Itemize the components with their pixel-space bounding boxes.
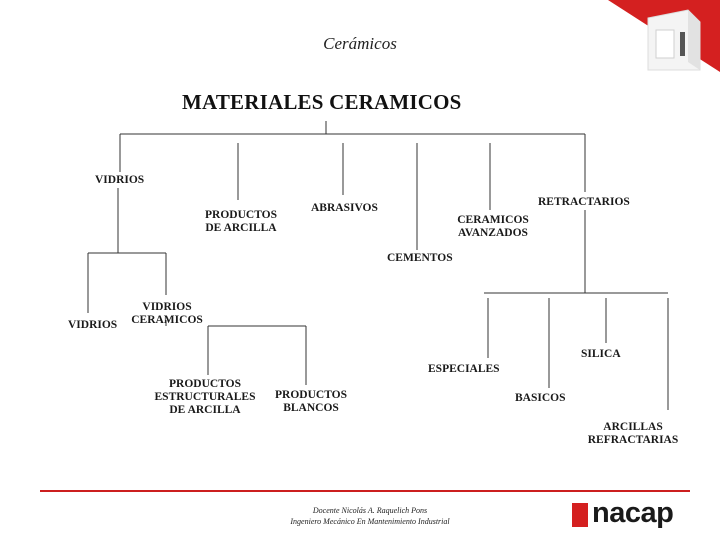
footer-credits-line1: Docente Nicolás A. Raquelich Pons bbox=[312, 506, 428, 515]
node-vidrios-ceramicos: VIDRIOS CERAMICOS bbox=[126, 301, 208, 327]
diagram-title: MATERIALES CERAMICOS bbox=[182, 90, 462, 114]
node-cementos: CEMENTOS bbox=[387, 252, 453, 264]
footer-divider bbox=[40, 490, 690, 492]
node-ceramicos-avanzados: CERAMICOS AVANZADOS bbox=[450, 214, 536, 240]
node-ceramicos-avanzados-line2: AVANZADOS bbox=[458, 227, 528, 239]
node-productos-blancos-line2: BLANCOS bbox=[283, 402, 339, 414]
page-title: Cerámicos bbox=[323, 34, 397, 53]
node-especiales: ESPECIALES bbox=[428, 363, 500, 375]
node-abrasivos: ABRASIVOS bbox=[311, 202, 378, 214]
node-ceramicos-avanzados-line1: CERAMICOS bbox=[457, 214, 529, 226]
footer-credits: Docente Nicolás A. Raquelich Pons Ingeni… bbox=[225, 505, 515, 527]
node-vidrios: VIDRIOS bbox=[95, 174, 145, 186]
node-productos-de-arcilla-line2: DE ARCILLA bbox=[205, 222, 277, 234]
inacap-logo-mark bbox=[572, 503, 588, 527]
node-vidrios-ceramicos-line2: CERAMICOS bbox=[131, 314, 203, 326]
inacap-logo-text: nacap bbox=[592, 497, 674, 529]
node-refractarios: RETRACTARIOS bbox=[538, 196, 630, 208]
node-silica: SILICA bbox=[581, 348, 621, 360]
node-productos-blancos-line1: PRODUCTOS bbox=[275, 389, 347, 401]
footer-credits-line2: Ingeniero Mecánico En Mantenimiento Indu… bbox=[290, 517, 450, 526]
node-arcillas-refractarias: ARCILLAS REFRACTARIAS bbox=[580, 421, 686, 447]
node-productos-de-arcilla-line1: PRODUCTOS bbox=[205, 209, 277, 221]
node-productos-estructurales: PRODUCTOS ESTRUCTURALES DE ARCILLA bbox=[148, 378, 262, 417]
node-arcillas-refractarias-line2: REFRACTARIAS bbox=[587, 434, 679, 446]
node-productos-de-arcilla: PRODUCTOS DE ARCILLA bbox=[198, 209, 284, 235]
node-basicos: BASICOS bbox=[515, 392, 566, 404]
node-vidrios-ceramicos-line1: VIDRIOS bbox=[142, 301, 192, 313]
node-productos-estructurales-line1: PRODUCTOS bbox=[169, 378, 241, 390]
node-productos-estructurales-line3: DE ARCILLA bbox=[169, 404, 241, 416]
node-productos-estructurales-line2: ESTRUCTURALES bbox=[154, 391, 256, 403]
corner-building-icon bbox=[608, 0, 720, 72]
node-productos-blancos: PRODUCTOS BLANCOS bbox=[266, 389, 356, 415]
node-vidrios-sub: VIDRIOS bbox=[68, 319, 118, 331]
node-arcillas-refractarias-line1: ARCILLAS bbox=[603, 421, 663, 433]
